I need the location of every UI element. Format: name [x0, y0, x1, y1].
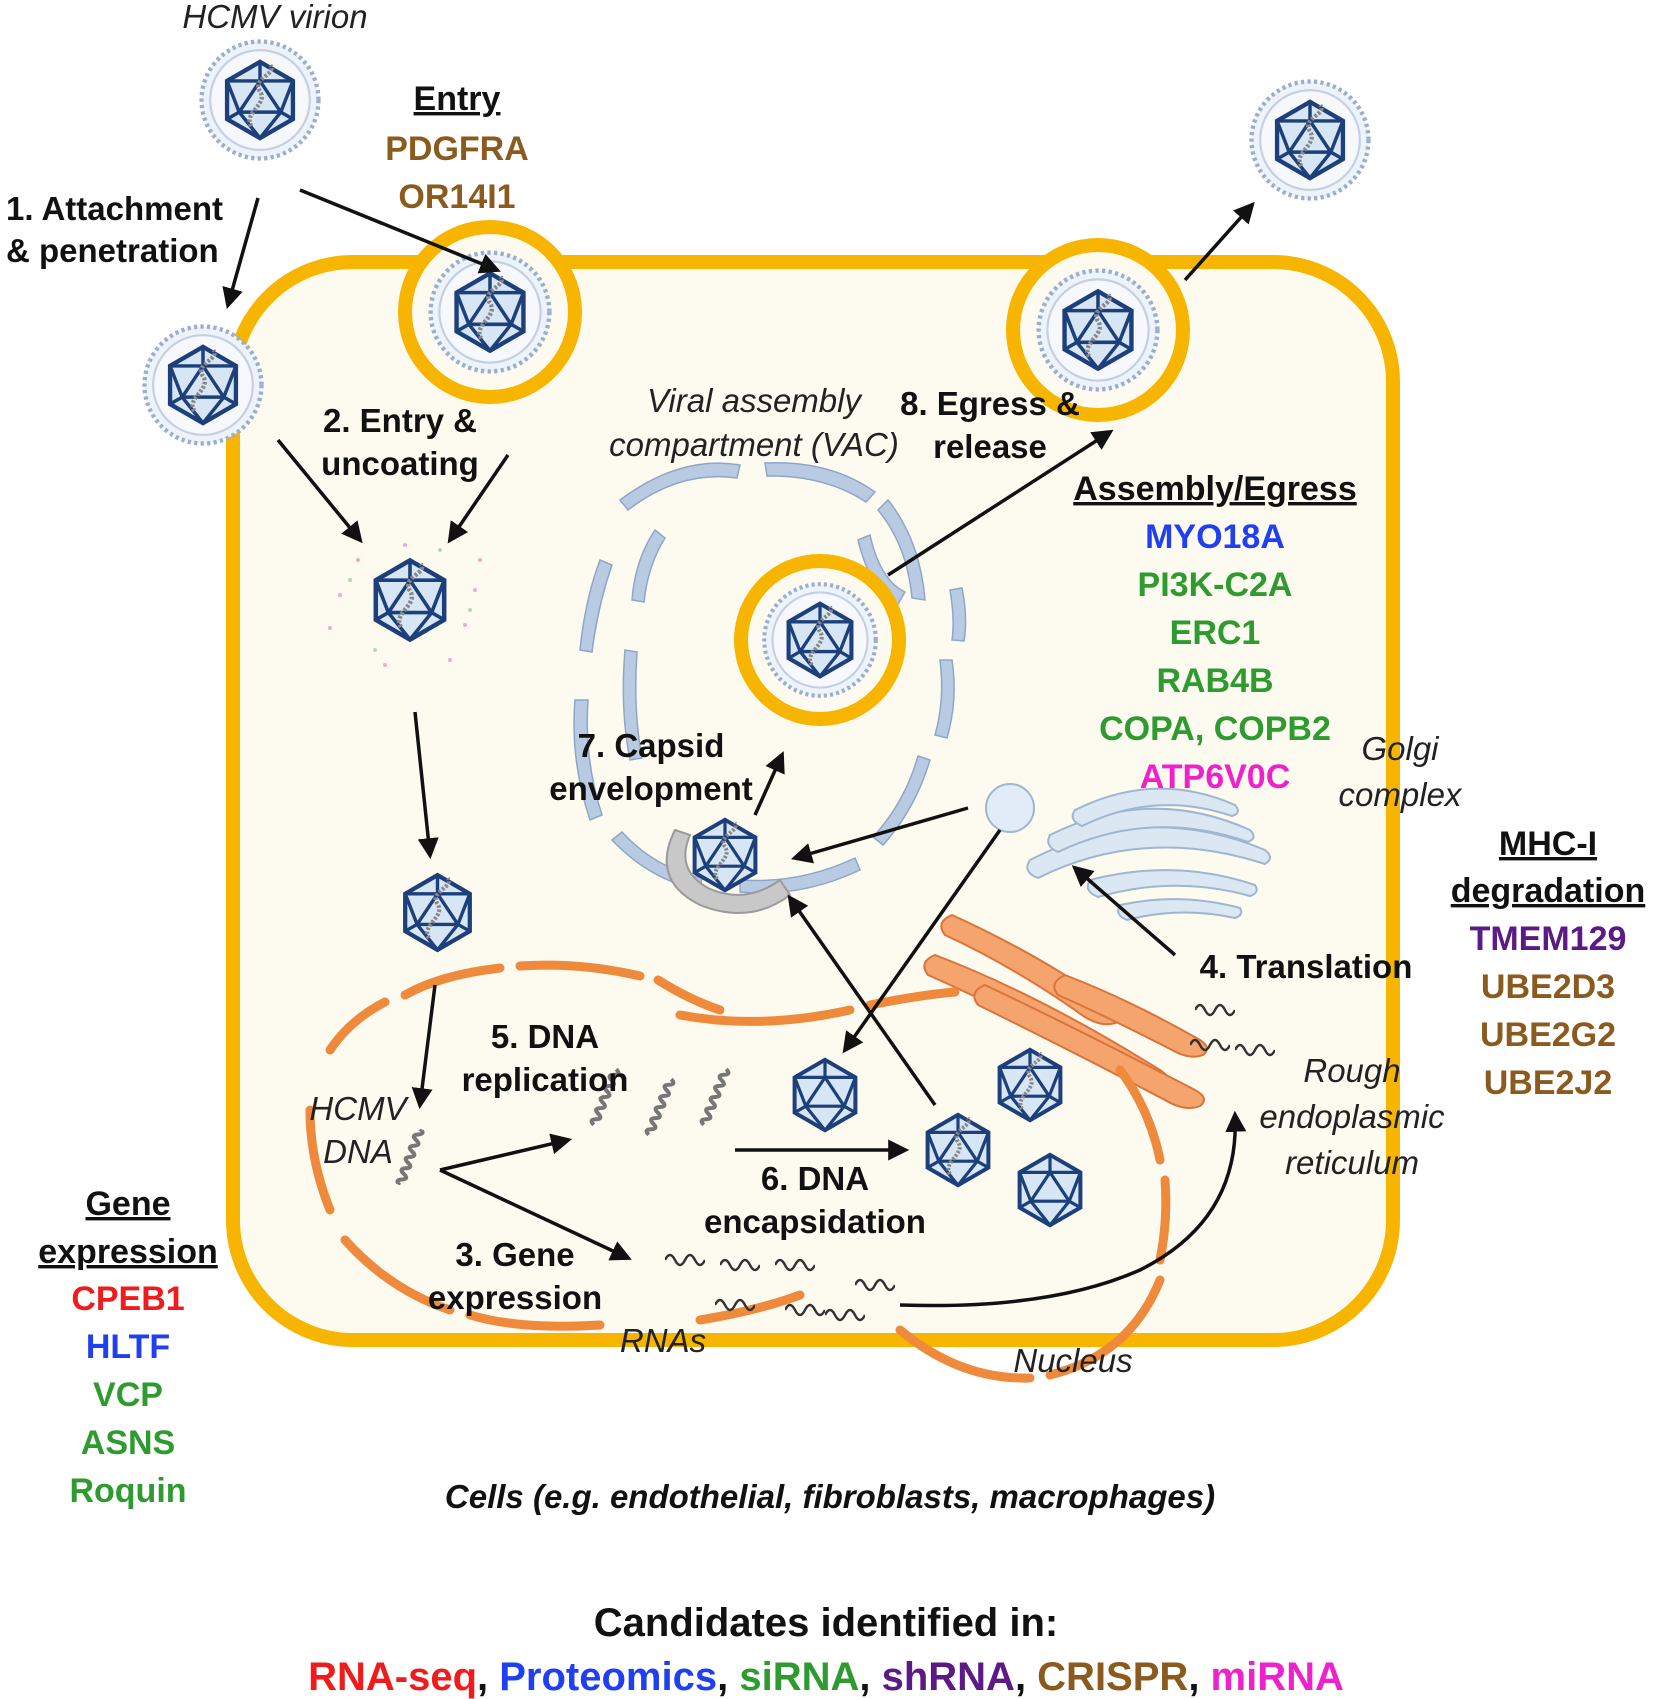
capsid-to-nucleus-icon [405, 875, 470, 950]
hcmv-dna-label-a: HCMV [309, 1090, 409, 1127]
step6-label-b: encapsidation [704, 1203, 926, 1240]
entry-title: Entry [414, 80, 501, 118]
legend-item-0: RNA-seq [308, 1655, 477, 1699]
legend-items: RNA-seq, Proteomics, siRNA, shRNA, CRISP… [308, 1655, 1344, 1699]
attached-virion-icon [145, 327, 262, 444]
filled-capsid-icon-1 [928, 1115, 989, 1185]
rer-label-b: endoplasmic [1259, 1098, 1445, 1135]
vac-label-b: compartment (VAC) [609, 426, 899, 463]
gene-pdgfra: PDGFRA [385, 130, 529, 168]
legend-item-6: shRNA [882, 1655, 1015, 1699]
step5-label-a: 5. DNA [491, 1018, 599, 1055]
step2-label-b: uncoating [321, 445, 479, 482]
gene-vcp: VCP [93, 1376, 163, 1414]
filled-capsid-icon-2 [1000, 1050, 1061, 1120]
rnas-label: RNAs [620, 1322, 706, 1359]
rer-label-a: Rough [1303, 1052, 1400, 1089]
step2-label-a: 2. Entry & [323, 402, 477, 439]
step3-label-b: expression [428, 1279, 602, 1316]
step8-label-b: release [933, 428, 1047, 465]
legend-item-5: , [859, 1655, 881, 1699]
entry-group: Entry PDGFRA OR14I1 [385, 80, 529, 216]
gene-or14i1: OR14I1 [398, 178, 515, 216]
virion-label: HCMV virion [182, 0, 367, 35]
transport-vesicle [985, 783, 1035, 833]
golgi-label-b: complex [1339, 776, 1463, 813]
gene-myo18a: MYO18A [1145, 518, 1285, 556]
golgi-complex [1026, 787, 1271, 922]
rer-label-c: reticulum [1285, 1144, 1419, 1181]
empty-capsid-icon [792, 1057, 858, 1133]
legend-item-8: CRISPR [1037, 1655, 1188, 1699]
uncoating-capsid [328, 543, 482, 667]
gene-expression-title-b: expression [38, 1233, 218, 1271]
gene-atp6v0c: ATP6V0C [1140, 758, 1291, 796]
step8-label-a: 8. Egress & [900, 385, 1080, 422]
vac-label-a: Viral assembly [647, 382, 863, 419]
filled-capsid-icon-3 [1017, 1152, 1083, 1228]
legend-title: Candidates identified in: [594, 1601, 1058, 1645]
egress-pocket [1006, 238, 1190, 422]
entry-gene-list: PDGFRA OR14I1 [385, 130, 529, 216]
cell [226, 255, 1400, 1347]
step1-label-b: & penetration [6, 232, 219, 269]
legend-item-1: , [477, 1655, 499, 1699]
nucleus-envelope [305, 960, 1171, 1383]
released-virion-icon [1252, 82, 1369, 199]
legend-item-10: miRNA [1211, 1655, 1344, 1699]
gene-rab4b: RAB4B [1156, 662, 1273, 700]
virion-icon [202, 42, 319, 159]
gene-ube2g2: UBE2G2 [1480, 1016, 1616, 1054]
legend-item-9: , [1188, 1655, 1210, 1699]
step6-label-a: 6. DNA [761, 1160, 869, 1197]
legend-item-3: , [717, 1655, 739, 1699]
gene-erc1: ERC1 [1170, 614, 1261, 652]
nucleus-label: Nucleus [1013, 1342, 1132, 1379]
viral-assembly-compartment [573, 461, 967, 914]
arrows [222, 188, 1255, 1308]
step1-label-a: 1. Attachment [6, 190, 223, 227]
golgi-label-a: Golgi [1361, 730, 1440, 767]
step3-label-a: 3. Gene [455, 1236, 574, 1273]
gene-hltf: HLTF [86, 1328, 170, 1366]
gene-pi3k-c2a: PI3K-C2A [1138, 566, 1293, 604]
step7-label-a: 7. Capsid [578, 727, 725, 764]
gene-ube2d3: UBE2D3 [1481, 968, 1615, 1006]
gene-copa-copb2: COPA, COPB2 [1099, 710, 1331, 748]
gene-tmem129: TMEM129 [1470, 920, 1627, 958]
step4-label: 4. Translation [1200, 948, 1413, 985]
step7-label-b: envelopment [549, 770, 753, 807]
legend: Candidates identified in: RNA-seq, Prote… [308, 1601, 1344, 1699]
gene-expression-title-a: Gene [85, 1185, 170, 1223]
legend-item-7: , [1015, 1655, 1037, 1699]
step5-label-b: replication [462, 1061, 629, 1098]
legend-item-2: Proteomics [499, 1655, 717, 1699]
legend-item-4: siRNA [739, 1655, 859, 1699]
entry-pocket [398, 220, 582, 404]
gene-roquin: Roquin [69, 1472, 186, 1510]
rough-er [923, 913, 1208, 1109]
hcmv-dna-label-b: DNA [323, 1133, 393, 1170]
mhc-title-a: MHC-I [1499, 825, 1597, 863]
gene-cpeb1: CPEB1 [71, 1280, 184, 1318]
gene-asns: ASNS [81, 1424, 175, 1462]
assembly-title: Assembly/Egress [1073, 470, 1357, 508]
mhc-group: MHC-I degradation TMEM129UBE2D3UBE2G2UBE… [1451, 825, 1646, 1102]
cells-caption: Cells (e.g. endothelial, fibroblasts, ma… [445, 1478, 1215, 1515]
gene-ube2j2: UBE2J2 [1484, 1064, 1613, 1102]
mhc-title-b: degradation [1451, 872, 1646, 910]
